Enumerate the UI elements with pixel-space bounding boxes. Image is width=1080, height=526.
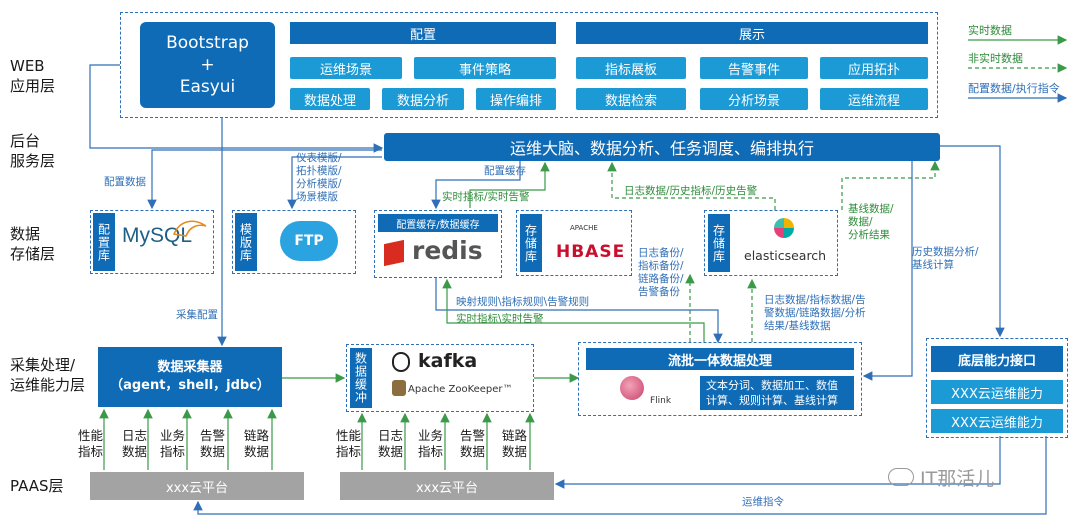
capability-title: 底层能力接口 [931, 346, 1063, 372]
buffer-panel [346, 344, 534, 412]
watermark: IT那活儿 [920, 468, 995, 490]
ftp-cloud-icon: FTP [280, 221, 338, 261]
redis-logo: redis [412, 236, 483, 265]
capability-item: XXX云运维能力 [931, 409, 1063, 433]
es-logo: elasticsearch [744, 248, 827, 263]
legend-non-realtime: 非实时数据 [968, 52, 1023, 65]
edge-label-history-analysis: 历史数据分析/ 基线计算 [912, 246, 979, 271]
layer-backend: 后台 服务层 [10, 132, 56, 170]
source-label: 性能 指标 [78, 428, 104, 459]
edge-label-templates: 仪表模版/ 拓扑模版/ 分析模版/ 场景模版 [296, 152, 342, 203]
config-item[interactable]: 事件策略 [414, 57, 556, 79]
layer-web: WEB 应用层 [10, 57, 56, 95]
source-label: 业务 指标 [160, 428, 186, 459]
kafka-logo: kafka [418, 350, 478, 372]
paas-right: xxx云平台 [340, 472, 554, 500]
es-store-label: 存储库 [708, 214, 730, 272]
redis-header: 配置缓存/数据缓存 [378, 214, 498, 232]
edge-label-collect-config: 采集配置 [176, 309, 218, 321]
zookeeper-icon [392, 380, 406, 396]
stream-panel [578, 342, 862, 416]
display-item[interactable]: 告警事件 [700, 57, 808, 79]
config-title: 配置 [290, 22, 556, 44]
source-label: 告警 数据 [460, 428, 486, 459]
layer-storage: 数据 存储层 [10, 225, 56, 263]
display-item[interactable]: 分析场景 [700, 88, 808, 110]
edge-label-baseline: 基线数据/ 数据/ 分析结果 [848, 203, 894, 241]
source-label: 性能 指标 [336, 428, 362, 459]
dolphin-icon [172, 220, 207, 237]
source-label: 链路 数据 [244, 428, 270, 459]
hbase-logo: HBASE [556, 242, 626, 262]
ftp-logo: FTP [294, 233, 324, 249]
display-title: 展示 [576, 22, 928, 44]
mysql-panel [90, 210, 214, 274]
framework-box: Bootstrap + Easyui [140, 22, 275, 108]
layer-paas: PAAS层 [10, 477, 64, 495]
edge-label-mapping-rules: 映射规则\指标规则\告警规则 [456, 296, 590, 308]
source-label: 日志 数据 [378, 428, 404, 459]
capability-item: XXX云运维能力 [931, 380, 1063, 404]
stream-title: 流批一体数据处理 [586, 348, 854, 370]
redis-cube-icon [384, 239, 404, 267]
edge-label-config-cache: 配置缓存 [484, 165, 526, 177]
elasticsearch-icon [774, 218, 794, 238]
hbase-apache-text: APACHE [570, 224, 598, 232]
legend-config: 配置数据/执行指令 [968, 82, 1060, 95]
source-label: 日志 数据 [122, 428, 148, 459]
paas-left: xxx云平台 [90, 472, 304, 500]
hbase-store-label: 存储库 [520, 214, 542, 272]
ftp-panel [232, 210, 356, 274]
config-item[interactable]: 数据处理 [290, 88, 370, 110]
redis-panel [374, 210, 502, 278]
web-app-panel [120, 12, 938, 118]
data-collector: 数据采集器 （agent，shell，jdbc） [98, 347, 282, 407]
edge-label-realtime-metrics: 实时指标/实时告警 [442, 191, 530, 203]
stream-desc: 文本分词、数据加工、数值计算、规则计算、基线计算 [700, 376, 854, 410]
source-label: 业务 指标 [418, 428, 444, 459]
mysql-logo: MySQL [122, 224, 193, 247]
flink-squirrel-icon [620, 376, 644, 400]
source-label: 链路 数据 [502, 428, 528, 459]
edge-label-es-write: 日志数据/指标数据/告 警数据/链路数据/分析 结果/基线数据 [764, 294, 866, 332]
source-label: 告警 数据 [200, 428, 226, 459]
zookeeper-logo: Apache ZooKeeper™ [408, 384, 513, 395]
flink-logo: Flink [650, 396, 672, 406]
layer-collect: 采集处理/ 运维能力层 [10, 356, 86, 394]
display-item[interactable]: 运维流程 [820, 88, 928, 110]
edge-label-config-data: 配置数据 [104, 176, 146, 188]
capability-panel [926, 338, 1068, 438]
hbase-panel [516, 210, 632, 276]
config-db-label: 配置库 [93, 213, 115, 271]
edge-label-ops-command: 运维指令 [742, 496, 784, 508]
edge-label-log-history: 日志数据/历史指标/历史告警 [624, 185, 758, 197]
wechat-icon [888, 468, 914, 486]
config-item[interactable]: 操作编排 [476, 88, 556, 110]
es-panel [704, 210, 838, 276]
kafka-icon [392, 352, 410, 372]
edge-label-realtime-metrics-2: 实时指标\实时告警 [456, 313, 544, 325]
display-item[interactable]: 数据检索 [576, 88, 686, 110]
backend-bar: 运维大脑、数据分析、任务调度、编排执行 [384, 133, 940, 161]
display-item[interactable]: 应用拓扑 [820, 57, 928, 79]
display-item[interactable]: 指标展板 [576, 57, 686, 79]
buffer-label: 数据缓冲 [350, 348, 372, 408]
config-item[interactable]: 数据分析 [382, 88, 464, 110]
template-db-label: 模版库 [235, 213, 257, 271]
legend-realtime: 实时数据 [968, 24, 1012, 37]
edge-label-backup: 日志备份/ 指标备份/ 链路备份/ 告警备份 [638, 247, 684, 298]
config-item[interactable]: 运维场景 [290, 57, 402, 79]
